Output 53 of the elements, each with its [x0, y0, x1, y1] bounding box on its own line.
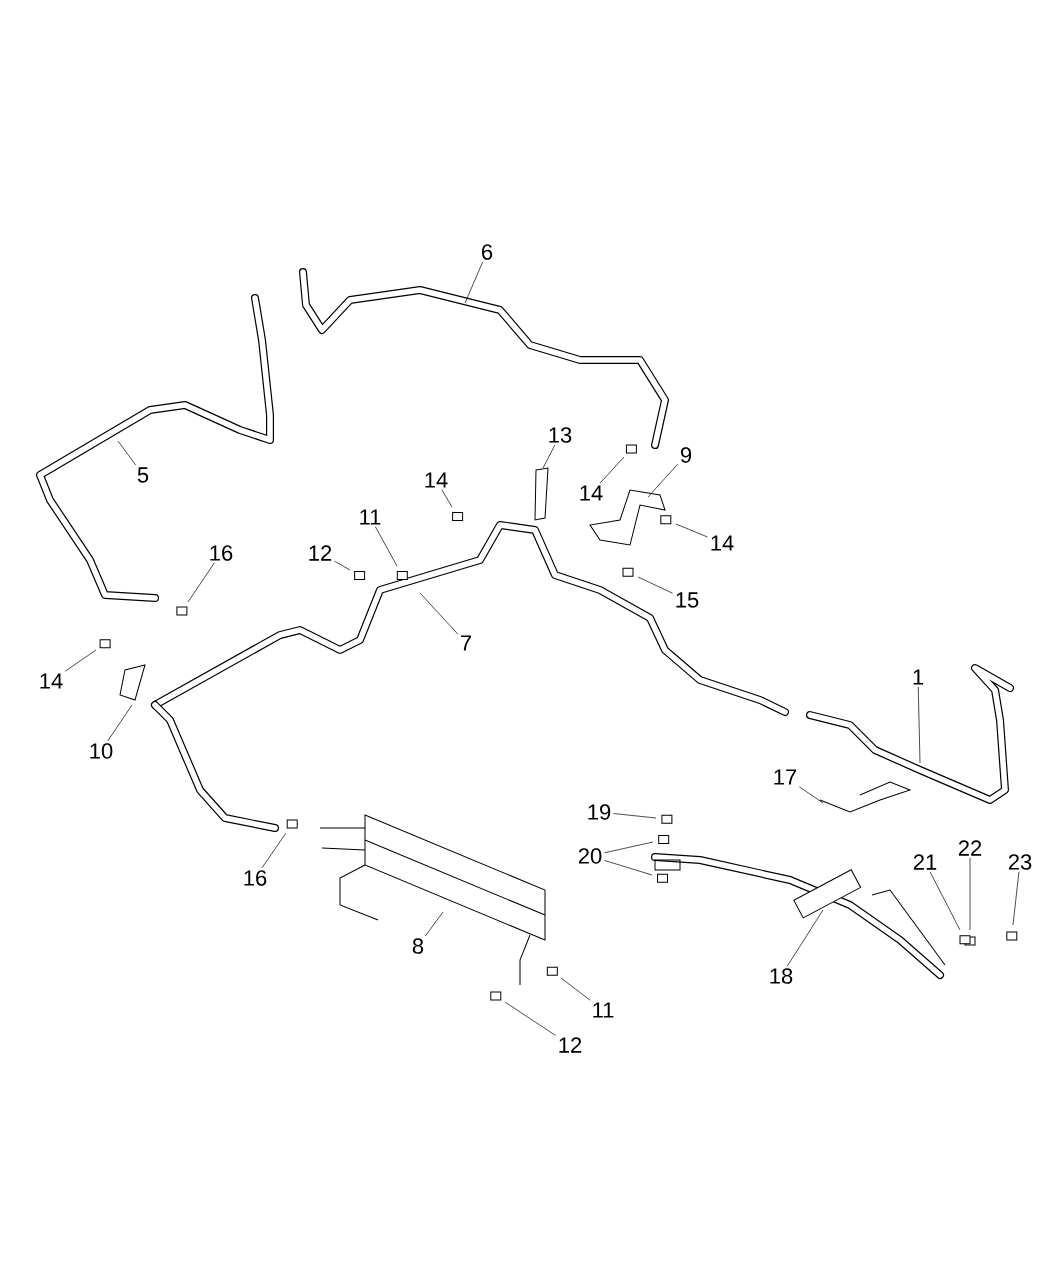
- leader-line: [560, 977, 591, 1001]
- callout-number: 10: [90, 743, 113, 759]
- leader-line: [929, 871, 961, 931]
- leader-line: [787, 909, 824, 967]
- callout-number: 5: [137, 467, 149, 483]
- callout-number: 1: [913, 669, 924, 685]
- leader-line: [798, 786, 824, 804]
- callout-number: 16: [244, 870, 267, 886]
- leader-line: [613, 813, 657, 819]
- leader-line: [334, 560, 351, 571]
- callout-number: 14: [425, 472, 448, 488]
- leader-line: [107, 704, 133, 742]
- callout-number: 20: [578, 848, 602, 864]
- leader-line: [187, 562, 215, 603]
- leader-line: [917, 686, 921, 764]
- leader-line: [599, 456, 625, 484]
- leader-line: [647, 463, 679, 498]
- callout-number: 11: [593, 1002, 614, 1018]
- callout-number: 15: [676, 592, 699, 608]
- leader-line: [604, 841, 654, 854]
- callout-number: 7: [461, 635, 471, 651]
- callout-number: 13: [549, 427, 572, 443]
- callout-number: 6: [482, 244, 493, 260]
- callout-number: 17: [774, 769, 797, 785]
- callout-number: 11: [360, 509, 381, 525]
- leader-line: [117, 440, 137, 466]
- leader-line: [969, 857, 971, 931]
- callout-number: 12: [309, 545, 332, 561]
- callout-number: 23: [1008, 854, 1032, 870]
- leader-line: [542, 444, 556, 469]
- callout-number: 14: [40, 673, 63, 689]
- callout-number: 19: [588, 804, 611, 820]
- leader-line: [64, 649, 97, 672]
- callout-number: 16: [210, 545, 233, 561]
- leader-line: [375, 526, 398, 567]
- callout-number: 14: [711, 535, 734, 551]
- leader-line: [425, 911, 444, 937]
- leader-line: [441, 489, 453, 508]
- leader-line: [637, 576, 673, 594]
- leader-line: [604, 860, 653, 876]
- callout-number: 22: [958, 840, 982, 856]
- callout-number: 8: [412, 938, 424, 954]
- callout-number: 9: [680, 447, 692, 463]
- callout-number: 14: [580, 485, 603, 501]
- leader-line: [464, 261, 484, 304]
- callout-number: 21: [913, 854, 937, 870]
- leader-line: [504, 1001, 556, 1036]
- leader-line: [419, 592, 459, 635]
- callout-number: 18: [770, 968, 793, 984]
- callout-number: 12: [559, 1037, 582, 1053]
- leader-line: [261, 832, 287, 869]
- leader-line: [1012, 871, 1020, 926]
- leader-line: [675, 523, 708, 538]
